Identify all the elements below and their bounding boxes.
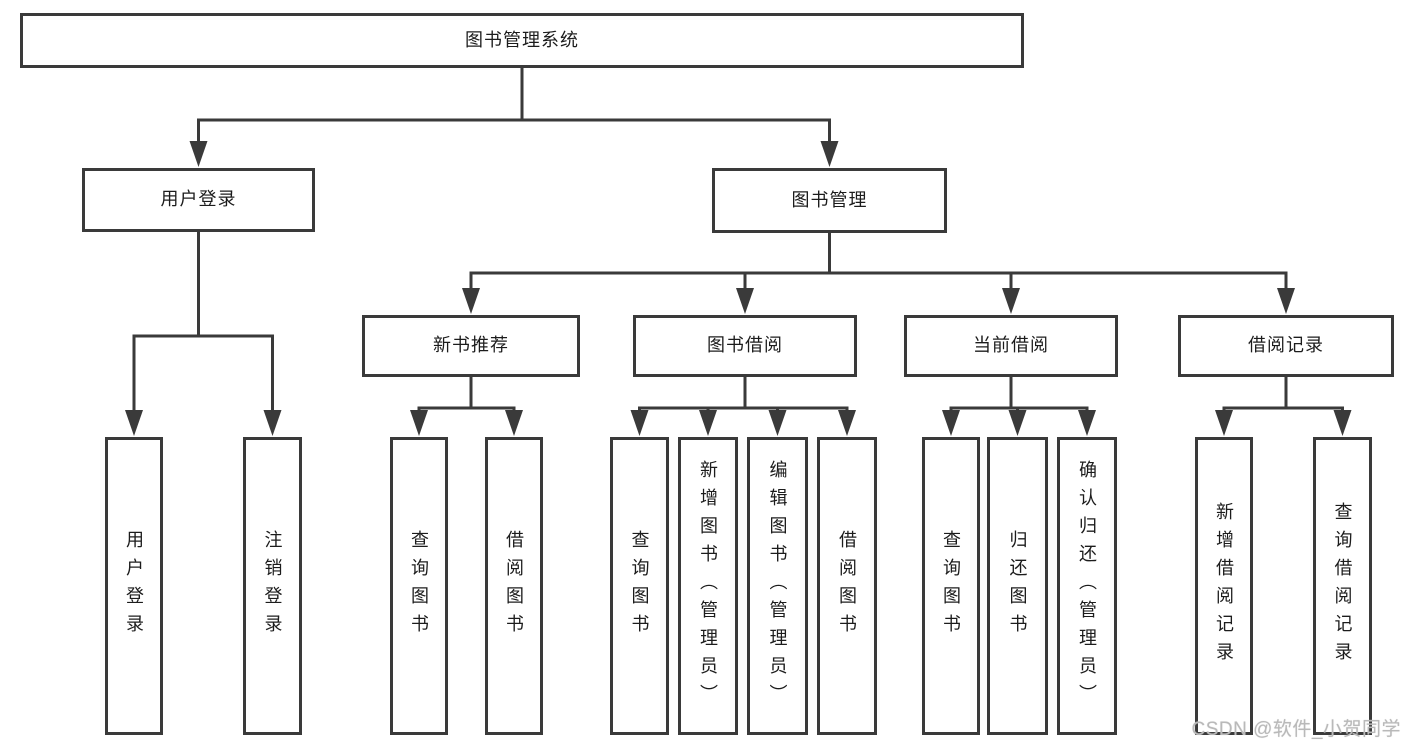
arrowhead-icon xyxy=(630,410,649,436)
node-label: 用户登录 xyxy=(160,189,237,210)
node-label: 图书管理系统 xyxy=(465,29,579,50)
arrowhead-icon xyxy=(410,410,428,436)
diagram-node-leaf-return-book: 归还图书 xyxy=(987,437,1048,735)
diagram-node-leaf-query-book-3: 查询图书 xyxy=(922,437,980,735)
arrowhead-icon xyxy=(505,410,523,436)
node-label: 查询图书 xyxy=(629,530,650,642)
arrowhead-icon xyxy=(736,288,754,314)
diagram-node-book-borrow: 图书借阅 xyxy=(633,315,857,377)
node-label: 借阅记录 xyxy=(1248,335,1324,356)
diagram-node-book-mgmt: 图书管理 xyxy=(712,168,947,233)
node-label: 用户登录 xyxy=(124,530,144,642)
arrowhead-icon xyxy=(1002,288,1020,314)
diagram-node-leaf-query-borrow-rec: 查询借阅记录 xyxy=(1313,437,1372,735)
node-label: 新增图书（管理员） xyxy=(698,460,718,712)
arrowhead-icon xyxy=(699,410,717,436)
diagram-node-borrow-records: 借阅记录 xyxy=(1178,315,1394,377)
node-label: 借阅图书 xyxy=(837,530,857,642)
diagram-node-leaf-borrow-book-1: 借阅图书 xyxy=(485,437,543,735)
node-label: 图书管理 xyxy=(791,189,868,210)
arrowhead-icon xyxy=(125,410,143,436)
node-label: 编辑图书（管理员） xyxy=(767,460,788,712)
arrowhead-icon xyxy=(189,141,208,167)
node-label: 注销登录 xyxy=(262,530,283,642)
diagram-node-leaf-edit-book: 编辑图书（管理员） xyxy=(747,437,808,735)
diagram-node-root: 图书管理系统 xyxy=(20,13,1024,68)
node-label: 图书借阅 xyxy=(707,335,783,356)
arrowhead-icon xyxy=(1215,410,1233,436)
diagram-node-leaf-add-borrow-rec: 新增借阅记录 xyxy=(1195,437,1253,735)
node-label: 查询图书 xyxy=(941,530,961,642)
arrowhead-icon xyxy=(1277,288,1295,314)
diagram-node-new-book-rec: 新书推荐 xyxy=(362,315,580,377)
arrowhead-icon xyxy=(1333,410,1352,436)
node-label: 确认归还（管理员） xyxy=(1077,460,1097,712)
diagram-node-current-borrow: 当前借阅 xyxy=(904,315,1118,377)
diagram-node-user-login: 用户登录 xyxy=(82,168,315,232)
arrowhead-icon xyxy=(820,141,839,167)
diagram-node-leaf-confirm-return: 确认归还（管理员） xyxy=(1057,437,1117,735)
arrowhead-icon xyxy=(1008,410,1027,436)
arrowhead-icon xyxy=(1078,410,1096,436)
arrowhead-icon xyxy=(263,410,282,436)
diagram-node-leaf-user-login: 用户登录 xyxy=(105,437,163,735)
diagram-node-leaf-query-book-2: 查询图书 xyxy=(610,437,669,735)
node-label: 查询图书 xyxy=(409,530,429,642)
node-label: 新增借阅记录 xyxy=(1214,502,1234,670)
node-label: 查询借阅记录 xyxy=(1332,502,1353,670)
arrowhead-icon xyxy=(838,410,856,436)
arrowhead-icon xyxy=(942,410,960,436)
node-label: 新书推荐 xyxy=(433,335,509,356)
arrowhead-icon xyxy=(768,410,787,436)
node-label: 借阅图书 xyxy=(504,530,524,642)
arrowhead-icon xyxy=(462,288,480,314)
node-label: 当前借阅 xyxy=(973,335,1049,356)
diagram-node-leaf-add-book: 新增图书（管理员） xyxy=(678,437,738,735)
diagram-node-leaf-logout: 注销登录 xyxy=(243,437,302,735)
diagram-node-leaf-borrow-book-2: 借阅图书 xyxy=(817,437,877,735)
node-label: 归还图书 xyxy=(1007,530,1028,642)
diagram-node-leaf-query-book-1: 查询图书 xyxy=(390,437,448,735)
